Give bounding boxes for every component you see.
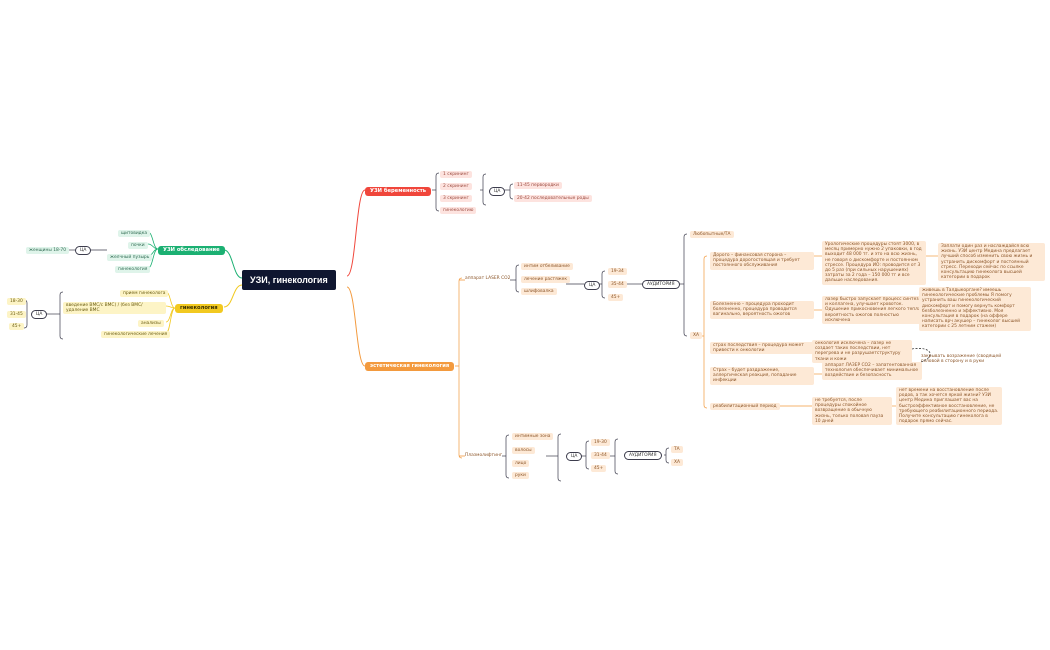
gyn-treatment[interactable]: гинекологические лечения	[101, 331, 171, 339]
note-objection: закрывать возражение (сводящей головой в…	[921, 354, 1002, 365]
effect-rehab[interactable]: нет времени на восстановление после родо…	[896, 387, 1002, 426]
plasma-auditory[interactable]: АУДИТОРИЯ	[624, 451, 662, 461]
plasma-hair[interactable]: волосы	[512, 447, 535, 455]
gyn-age-3[interactable]: 45+	[9, 323, 25, 331]
link-root-exam	[223, 249, 243, 279]
pregnancy-age-2[interactable]: 20-42 последовательные роды	[514, 195, 592, 203]
desire-rehab[interactable]: не требуется, после процедуры спокойное …	[812, 397, 892, 426]
pregnancy-screening-2[interactable]: 2 скрининг	[440, 183, 472, 191]
bracket-aesthetic	[458, 277, 463, 459]
bracket-laser-items	[515, 264, 520, 293]
plasma-age-2[interactable]: 31-44	[591, 452, 610, 460]
link-root-gyn	[223, 284, 243, 308]
desire-oncology[interactable]: онкология исключена – лазер не создает т…	[812, 340, 912, 363]
laser-age-2[interactable]: 35-44	[608, 281, 627, 289]
plasma-aud-xa[interactable]: ХА	[671, 459, 684, 467]
plasmolifting[interactable]: Плазмолифтинг	[465, 453, 503, 458]
topic-aesthetic-gynecology[interactable]: эстетическая гинекология	[365, 362, 455, 371]
laser-age-3[interactable]: 45+	[608, 294, 624, 302]
gyn-tests[interactable]: анализы	[138, 320, 164, 328]
laser-aud-curious[interactable]: Любопытные/ТА	[690, 231, 734, 239]
laser-whitening[interactable]: интим отбеливание	[521, 263, 573, 271]
laser-age-1[interactable]: 19-34	[608, 268, 627, 276]
gyn-doctor-visit[interactable]: прием гинеколога	[120, 290, 169, 298]
exam-thyroid[interactable]: щитовидка	[118, 230, 151, 238]
effect-expensive[interactable]: Заплати один раз и наслаждайся всю жизнь…	[938, 243, 1045, 282]
link-gyn-3	[165, 307, 176, 334]
bracket-plasma-ages	[585, 440, 590, 470]
pregnancy-age-1[interactable]: 11-45 первородки	[514, 182, 562, 190]
plasma-age-3[interactable]: 45+	[591, 465, 607, 473]
laser-co2[interactable]: аппарат LASER CO2	[465, 276, 511, 281]
plasma-aud-ta[interactable]: ТА	[671, 446, 683, 454]
plasma-intimate[interactable]: интимные зона	[512, 433, 554, 441]
laser-auditory[interactable]: АУДИТОРИЯ	[642, 280, 680, 290]
gyn-age-2[interactable]: 31-45	[7, 311, 26, 319]
bracket-preg-ages	[509, 183, 514, 200]
bracket-preg-ca	[482, 173, 487, 206]
exam-kidneys[interactable]: почки	[128, 242, 148, 250]
pain-painful[interactable]: Болезненно – процедура проходит болезнен…	[710, 301, 814, 319]
pregnancy-ca[interactable]: ЦА	[489, 187, 506, 197]
bracket-plasma-items	[505, 434, 510, 479]
exam-women-age[interactable]: женщины 18-70	[26, 247, 70, 255]
effect-painful[interactable]: живешь в Талдыкоргане? имеешь гинекологи…	[919, 287, 1031, 331]
exam-gallbladder[interactable]: желчный пузырь	[107, 254, 153, 262]
desire-expensive[interactable]: Урологические процедуры стоят 3000, в ме…	[822, 241, 926, 285]
pain-rehab[interactable]: реабилитационный период	[710, 403, 780, 411]
laser-resurfacing[interactable]: шлифовалка	[521, 288, 557, 296]
laser-ca[interactable]: ЦА	[584, 281, 601, 291]
bracket-plasma-aud	[665, 447, 670, 464]
bracket-plasma-mid	[614, 438, 619, 475]
desire-irritation[interactable]: аппарат ЛАЗЕР CO2 – запатентованная техн…	[822, 362, 922, 380]
gyn-ca[interactable]: ЦА	[31, 310, 48, 320]
bracket-plasma-ca	[557, 433, 562, 482]
topic-uzi-pregnancy[interactable]: УЗИ беременность	[365, 187, 432, 196]
bracket-laser-aud	[683, 233, 688, 337]
gyn-age-1[interactable]: 18-30	[7, 298, 26, 306]
bracket-pain	[703, 255, 708, 409]
exam-ca[interactable]: ЦА	[75, 246, 92, 256]
pregnancy-screening-3[interactable]: 3 скрининг	[440, 195, 472, 203]
gyn-iud[interactable]: введение ВМС/с ВМС) / (без ВМС/удаление …	[63, 302, 166, 315]
plasma-face[interactable]: лицо	[512, 460, 530, 468]
pain-irritation[interactable]: Страх – будет раздражение, аллергическая…	[710, 367, 814, 385]
desire-painful[interactable]: лазер быстро запускает процесс синтеза и…	[822, 296, 926, 325]
laser-aud-xa[interactable]: ХА	[690, 332, 703, 340]
link-root-aesthetic	[346, 286, 366, 367]
pregnancy-screening-1[interactable]: 1 скрининг	[440, 171, 472, 179]
topic-uzi-exam[interactable]: УЗИ обследование	[158, 246, 225, 255]
pregnancy-gynecology[interactable]: гинекологию	[440, 207, 477, 215]
bracket-laser-ages	[601, 270, 606, 299]
pain-oncology[interactable]: страх последствия – процедура может прив…	[710, 342, 814, 355]
root-topic[interactable]: УЗИ, гинекология	[242, 270, 336, 290]
topic-gynecology[interactable]: гинекология	[175, 304, 223, 313]
laser-stretch-marks[interactable]: лечение растяжек	[521, 276, 571, 284]
plasma-ca[interactable]: ЦА	[566, 452, 583, 462]
plasma-hands[interactable]: руки	[512, 472, 529, 480]
pain-expensive[interactable]: Дорого – финансовая сторона – процедура …	[710, 252, 814, 270]
plasma-age-1[interactable]: 19-30	[591, 439, 610, 447]
bracket-gyn	[59, 291, 64, 340]
link-root-pregnancy	[346, 189, 366, 277]
bracket-preg-screenings	[435, 172, 440, 212]
exam-gynecology[interactable]: гинекология	[115, 266, 151, 274]
